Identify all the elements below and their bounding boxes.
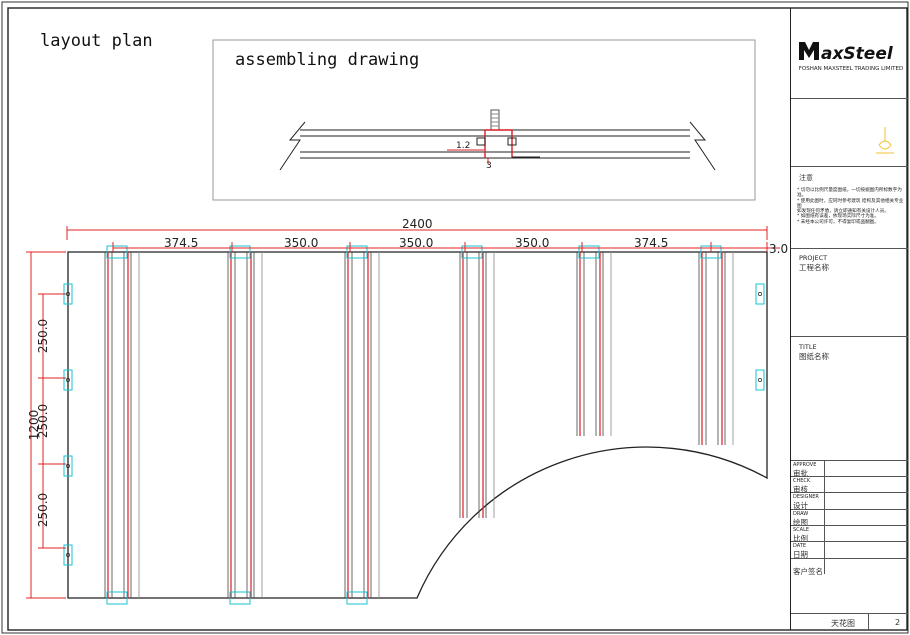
beam-bottom-clip [106,591,128,605]
approve-label: APPROVE [793,462,817,468]
beam-bottom-clip [229,591,251,605]
note-2: * 使用此图时，应同时参考建筑 结构及其他相关专业图 [797,198,904,209]
stamp-icon [876,127,894,154]
edge-clip [755,369,765,391]
assembly-title: assembling drawing [235,50,420,70]
scale-divider [791,525,908,526]
clip-screw-icon [66,378,70,382]
draw-label: DRAW [793,511,809,517]
designer-label: DESIGNER [793,494,819,500]
client-signature-label: 客户签名 [793,567,823,576]
approve-divider [791,460,908,461]
edge-clip [63,544,73,566]
assembly-dim-2: 3 [486,161,492,171]
clip-screw-icon [758,378,762,382]
date-label: DATE [793,543,807,549]
assembly-frame [212,39,756,201]
title-label: TITLE [799,343,817,351]
approve-cn: 审批 [793,469,808,478]
beam-top-clip [461,245,483,259]
footer-column-divider [868,613,869,630]
inner-frame [7,7,908,631]
beam-top-clip [229,245,251,259]
company-logo: axSteel FOSHAN MAXSTEEL TRADING LIMITED [797,38,905,72]
scale-cn: 比例 [793,534,808,543]
clip-screw-icon [758,292,762,296]
layout-title: layout plan [40,31,153,51]
right-dim: 3.0 [769,242,788,256]
clip-screw-icon [66,553,70,557]
overall-width-dim [66,226,768,240]
top-dim-2: 350.0 [284,236,318,250]
draw-cn: 绘图 [793,518,808,527]
beam-top-clip [346,245,368,259]
assembly-detail [279,109,716,171]
beam-top-clip [106,245,128,259]
logo-divider [791,98,908,99]
ceiling-outline [67,251,768,599]
project-label: PROJECT [799,254,828,262]
beam-bottom-clip [346,591,368,605]
left-dim-3: 250.0 [36,493,50,527]
beam-4 [459,245,495,518]
check-label: CHECK [793,478,811,484]
top-dim-1: 374.5 [164,236,198,250]
date-divider [791,541,908,542]
left-dim-2: 250.0 [36,404,50,438]
top-dim-3: 350.0 [399,236,433,250]
draw-divider [791,509,908,510]
page-number: 2 [895,618,901,627]
note-5: * 未经本公司许可，不得复印或盗翻图。 [797,219,879,225]
svg-text:axSteel: axSteel [821,44,894,64]
beam-5 [576,245,612,436]
notes-divider [791,166,908,167]
designer-cn: 设计 [793,501,808,510]
overall-width-label: 2400 [402,217,433,231]
beam-3 [344,245,380,605]
title-block: axSteel FOSHAN MAXSTEEL TRADING LIMITED … [790,8,908,630]
clip-screw-icon [66,292,70,296]
check-cn: 审核 [793,485,808,494]
project-divider [791,248,908,249]
assembly-dim-1: 1.2 [456,141,470,151]
title-divider [791,336,908,337]
left-dim-1: 250.0 [36,319,50,353]
title-cn: 图纸名称 [799,352,829,361]
client-divider [791,558,908,559]
sign-column-divider [824,460,825,574]
note-1: * 切勿以比例尺量度图纸，一切按据图内所标数字为准。 [797,188,902,199]
maxsteel-logo-icon: axSteel [799,42,894,64]
edge-clip [755,283,765,305]
overall-height-label: 1200 [27,410,41,441]
top-dim-line [112,242,780,252]
edge-clip [63,369,73,391]
notes-list: * 切勿以比例尺量度图纸，一切按据图内所标数字为准。 * 使用此图时，应同时参考… [797,188,907,225]
check-divider [791,476,908,477]
beam-1 [104,245,140,605]
note-3: 如发现任何矛盾，请立即通知有关设计人员。 [797,209,889,215]
note-4: * 如图纸有误差，依现场实际尺寸为准。 [797,214,879,220]
edge-clip-group [63,283,765,566]
edge-clip [63,455,73,477]
top-dim-5: 374.5 [634,236,668,250]
left-dim-lines [26,251,66,599]
project-cn: 工程名称 [799,263,829,272]
top-dim-4: 350.0 [515,236,549,250]
drawing-name: 天花图 [831,619,855,628]
beam-2 [227,245,263,605]
notes-title: 注意 [799,174,813,182]
date-cn: 日期 [793,550,808,559]
company-name: FOSHAN MAXSTEEL TRADING LIMITED [798,66,904,72]
beam-group [104,245,734,605]
beam-6 [698,245,734,445]
footer-divider [791,613,908,614]
scale-label: SCALE [793,527,810,533]
clip-screw-icon [66,464,70,468]
beam-top-clip [578,245,600,259]
designer-divider [791,492,908,493]
